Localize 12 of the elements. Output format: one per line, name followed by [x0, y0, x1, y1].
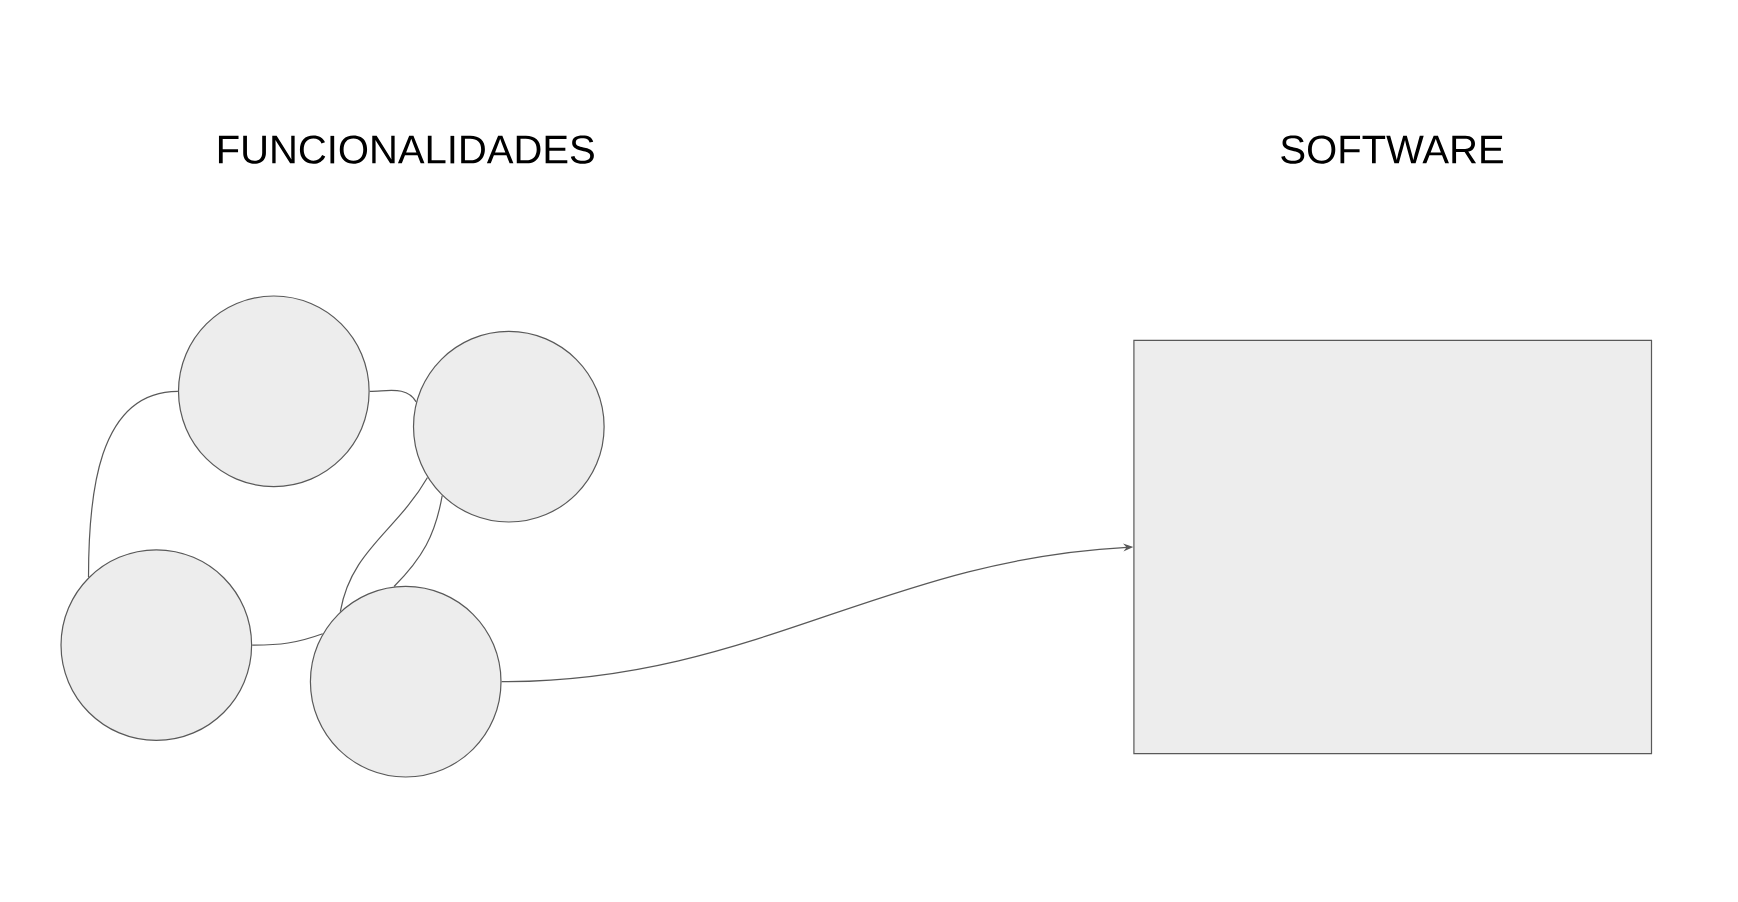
feature-circle [412, 330, 605, 523]
section-heading: SOFTWARE [1281, 135, 1503, 164]
section-heading: FUNCIONALIDADES [218, 135, 594, 164]
connector-line [87, 390, 179, 578]
feature-circle [177, 295, 370, 488]
software-box [1133, 339, 1653, 755]
feature-circle [60, 549, 253, 741]
connector-line [369, 389, 417, 403]
feature-circle [309, 585, 502, 778]
connector-line [339, 476, 429, 613]
connector-line [393, 495, 443, 588]
connector-line [251, 633, 324, 646]
